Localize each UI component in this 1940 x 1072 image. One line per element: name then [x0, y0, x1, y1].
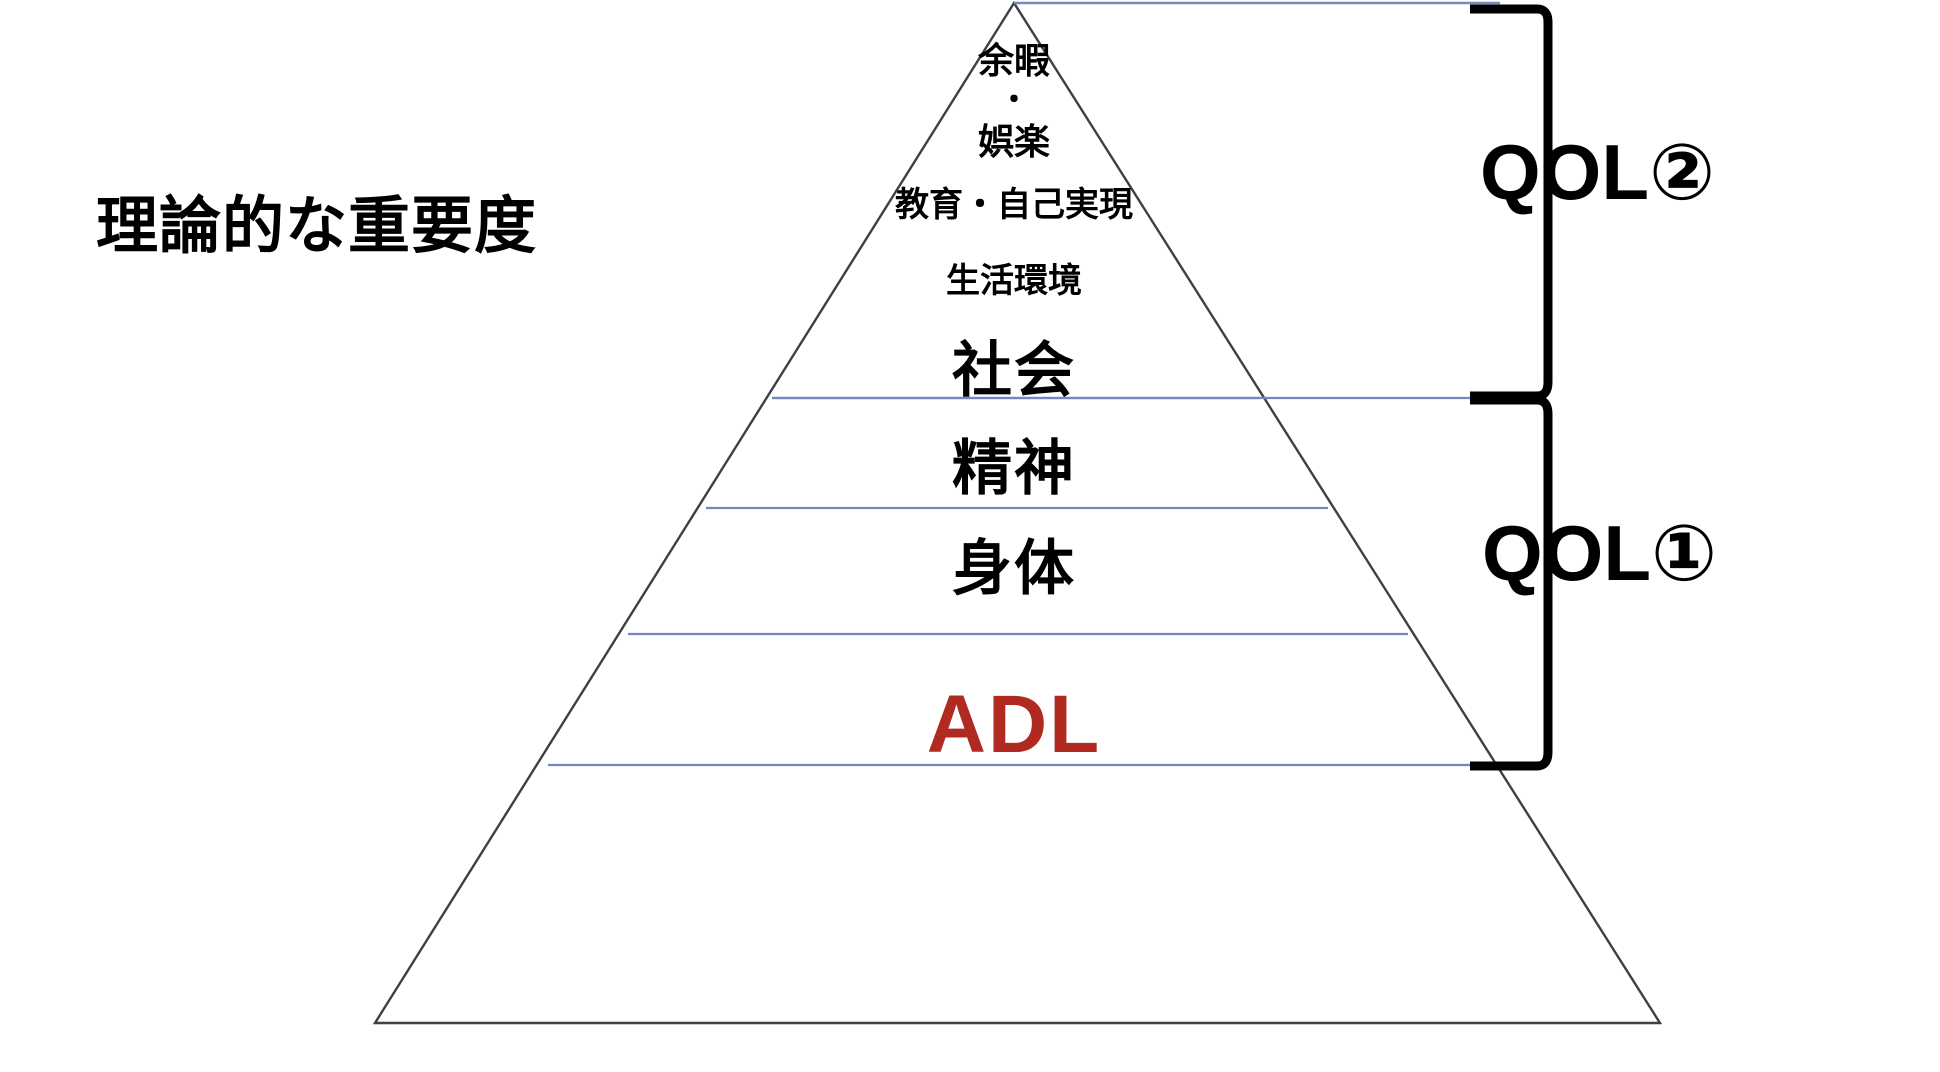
- bracket-qol-1: [1470, 395, 1553, 771]
- tier-label-adl: ADL: [926, 679, 1102, 770]
- tier-label-environment: 生活環境: [946, 262, 1082, 300]
- tier-leisure-line2: ・: [998, 84, 1029, 118]
- bracket-label-qol-2: QOL②: [1480, 128, 1716, 216]
- tier-label-society: 社会: [952, 337, 1076, 404]
- bracket-qol-2: [1470, 4, 1553, 401]
- tier-leisure-line3: 娯楽: [977, 120, 1051, 162]
- tier-label-body: 身体: [952, 535, 1076, 602]
- bracket-label-qol-1: QOL①: [1482, 509, 1718, 597]
- tier-leisure-line1: 余暇: [977, 40, 1051, 81]
- tier-label-education: 教育・自己実現: [895, 186, 1133, 224]
- page-title: 理論的な重要度: [96, 192, 538, 261]
- tier-label-leisure: 余暇 ・ 娯楽: [977, 40, 1051, 162]
- pyramid-outline: [372, 0, 1663, 1025]
- tier-label-mental: 精神: [952, 435, 1076, 502]
